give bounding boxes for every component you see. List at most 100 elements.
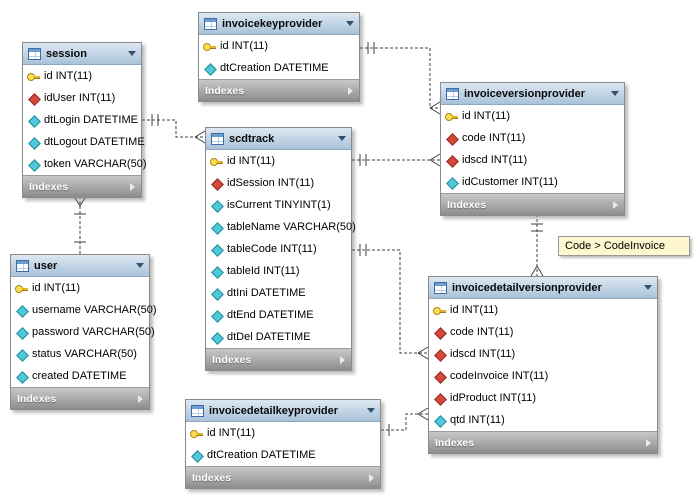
table-header[interactable]: session <box>23 43 141 65</box>
indexes-footer[interactable]: Indexes <box>186 466 380 488</box>
expand-arrow-icon[interactable] <box>130 182 135 191</box>
table-icon <box>204 17 217 30</box>
column-row: password VARCHAR(50) <box>11 321 155 343</box>
table-header[interactable]: invoiceversionprovider <box>441 83 624 105</box>
primary-key-icon <box>190 427 203 440</box>
collapse-arrow-icon[interactable] <box>611 91 619 96</box>
column-row: dtLogin DATETIME <box>23 109 141 131</box>
indexes-label: Indexes <box>447 198 487 211</box>
column-text: idscd INT(11) <box>450 348 516 360</box>
indexes-footer[interactable]: Indexes <box>199 79 359 101</box>
column-row: idscd INT(11) <box>441 149 624 171</box>
table-header[interactable]: invoicekeyprovider <box>199 13 359 35</box>
table-header[interactable]: invoicedetailversionprovider <box>429 277 657 299</box>
foreign-key-icon <box>445 132 458 145</box>
collapse-arrow-icon[interactable] <box>644 285 652 290</box>
column-text: idscd INT(11) <box>462 154 528 166</box>
relationship-session-scdtrack[interactable] <box>142 114 206 144</box>
column-row: id INT(11) <box>441 105 624 127</box>
table-invoicedetailkeyprovider[interactable]: invoicedetailkeyprovider id INT(11) dtCr… <box>185 399 381 489</box>
column-icon <box>210 331 223 344</box>
column-row: id INT(11) <box>23 65 141 87</box>
collapse-arrow-icon[interactable] <box>367 408 375 413</box>
table-session[interactable]: session id INT(11) idUser INT(11) dtLogi… <box>22 42 147 198</box>
column-row: idscd INT(11) <box>429 343 657 365</box>
column-text: id INT(11) <box>32 282 81 294</box>
column-text: qtd INT(11) <box>450 414 505 426</box>
column-row: token VARCHAR(50) <box>23 153 147 175</box>
expand-arrow-icon[interactable] <box>348 86 353 95</box>
indexes-label: Indexes <box>212 353 252 366</box>
table-user[interactable]: user id INT(11) username VARCHAR(50) pas… <box>10 254 157 410</box>
expand-arrow-icon[interactable] <box>646 438 651 447</box>
collapse-arrow-icon[interactable] <box>338 136 346 141</box>
column-icon <box>15 370 28 383</box>
expand-arrow-icon[interactable] <box>340 355 345 364</box>
relationship-invoiceversionprovider-invoicedetailversionprovider[interactable] <box>530 214 544 277</box>
column-text: id INT(11) <box>44 70 93 82</box>
relationship-session-user[interactable] <box>73 195 87 254</box>
primary-key-icon <box>210 155 223 168</box>
table-invoicekeyprovider[interactable]: invoicekeyprovider id INT(11) dtCreation… <box>198 12 360 102</box>
primary-key-icon <box>445 110 458 123</box>
table-invoiceversionprovider[interactable]: invoiceversionprovider id INT(11) code I… <box>440 82 625 216</box>
indexes-label: Indexes <box>192 471 232 484</box>
table-title: invoicedetailkeyprovider <box>209 404 338 417</box>
relationship-scdtrack-invoicedetailversionprovider[interactable] <box>352 244 429 360</box>
collapse-arrow-icon[interactable] <box>346 21 354 26</box>
column-text: isCurrent TINYINT(1) <box>227 199 331 211</box>
column-row: idUser INT(11) <box>23 87 141 109</box>
table-icon <box>28 47 41 60</box>
column-icon <box>210 199 223 212</box>
expand-arrow-icon[interactable] <box>369 473 374 482</box>
relationship-scdtrack-invoiceversionprovider[interactable] <box>352 153 441 167</box>
table-title: invoicedetailversionprovider <box>452 281 602 294</box>
table-title: session <box>46 47 87 60</box>
foreign-key-icon <box>445 154 458 167</box>
column-row: id INT(11) <box>429 299 657 321</box>
column-icon <box>190 449 203 462</box>
indexes-footer[interactable]: Indexes <box>11 387 149 409</box>
column-icon <box>210 265 223 278</box>
indexes-label: Indexes <box>205 84 245 97</box>
column-row: id INT(11) <box>206 150 351 172</box>
column-text: created DATETIME <box>32 370 127 382</box>
collapse-arrow-icon[interactable] <box>136 263 144 268</box>
column-text: dtCreation DATETIME <box>220 62 329 74</box>
column-row: code INT(11) <box>441 127 624 149</box>
column-row: tableName VARCHAR(50) <box>206 216 356 238</box>
note-text: Code > CodeInvoice <box>565 240 665 252</box>
column-text: idCustomer INT(11) <box>462 176 558 188</box>
indexes-label: Indexes <box>29 180 69 193</box>
column-text: tableId INT(11) <box>227 265 300 277</box>
relationship-invoicekeyprovider-invoiceversionprovider[interactable] <box>360 42 441 115</box>
column-text: idProduct INT(11) <box>450 392 536 404</box>
indexes-footer[interactable]: Indexes <box>429 431 657 453</box>
indexes-label: Indexes <box>17 392 57 405</box>
table-icon <box>16 259 29 272</box>
indexes-footer[interactable]: Indexes <box>23 175 141 197</box>
primary-key-icon <box>27 70 40 83</box>
table-invoicedetailversionprovider[interactable]: invoicedetailversionprovider id INT(11) … <box>428 276 658 454</box>
column-row: id INT(11) <box>186 422 380 444</box>
table-header[interactable]: user <box>11 255 149 277</box>
column-text: dtLogin DATETIME <box>44 114 138 126</box>
table-header[interactable]: invoicedetailkeyprovider <box>186 400 380 422</box>
expand-arrow-icon[interactable] <box>613 200 618 209</box>
note-annotation[interactable]: Code > CodeInvoice <box>558 236 690 256</box>
indexes-footer[interactable]: Indexes <box>441 193 624 215</box>
table-header[interactable]: scdtrack <box>206 128 351 150</box>
table-icon <box>211 132 224 145</box>
column-icon <box>27 158 40 171</box>
table-icon <box>191 404 204 417</box>
column-icon <box>27 136 40 149</box>
table-scdtrack[interactable]: scdtrack id INT(11) idSession INT(11) is… <box>205 127 356 371</box>
expand-arrow-icon[interactable] <box>138 394 143 403</box>
column-row: dtIni DATETIME <box>206 282 351 304</box>
column-icon <box>15 326 28 339</box>
column-row: idCustomer INT(11) <box>441 171 624 193</box>
indexes-footer[interactable]: Indexes <box>206 348 351 370</box>
relationship-invoicedetailkeyprovider-invoicedetailversionprovider[interactable] <box>381 407 429 436</box>
collapse-arrow-icon[interactable] <box>128 51 136 56</box>
